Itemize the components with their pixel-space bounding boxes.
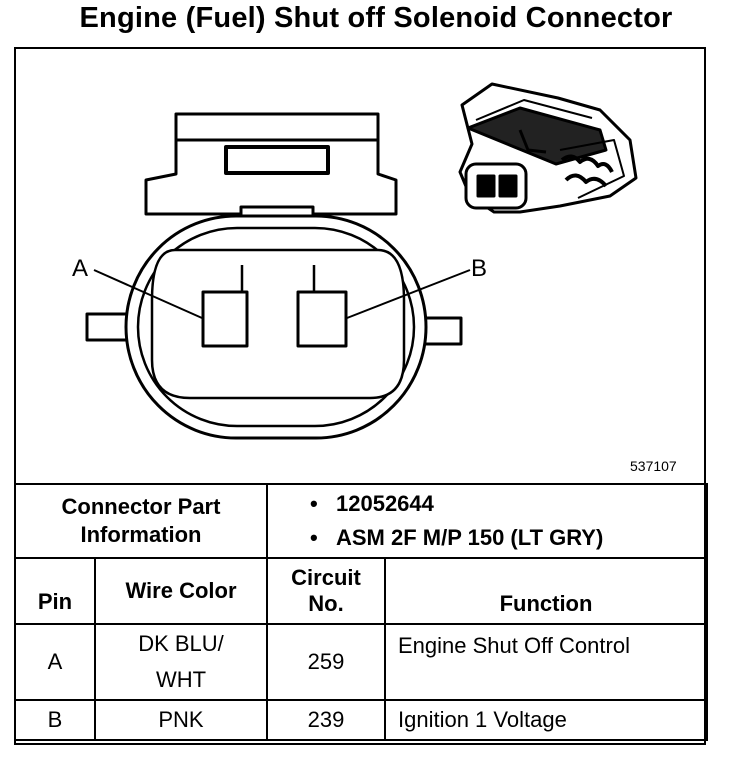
table-row: A DK BLU/ WHT 259 Engine Shut Off Contro… bbox=[14, 623, 708, 701]
header-function: Function bbox=[384, 557, 708, 625]
callout-b-leader bbox=[346, 269, 471, 319]
row-a-wire-color: DK BLU/ WHT bbox=[94, 623, 268, 701]
connector-body bbox=[124, 214, 428, 440]
row-a-pin: A bbox=[14, 623, 96, 701]
header-pin: Pin bbox=[14, 557, 96, 625]
callout-b-label: B bbox=[471, 255, 487, 282]
diagram-frame bbox=[14, 47, 706, 745]
header-wire-color: Wire Color bbox=[94, 557, 268, 625]
page-title: Engine (Fuel) Shut off Solenoid Connecto… bbox=[79, 2, 673, 34]
row-a-circuit: 259 bbox=[266, 623, 386, 701]
figure-number: 537107 bbox=[630, 458, 677, 474]
callout-a-leader bbox=[93, 269, 203, 319]
row-b-function: Ignition 1 Voltage bbox=[384, 699, 708, 741]
terminal-a bbox=[201, 265, 249, 348]
connector-info-label: Connector Part Information bbox=[14, 483, 268, 559]
connector-part-list: •12052644 •ASM 2F M/P 150 (LT GRY) bbox=[266, 483, 708, 559]
callout-a-label: A bbox=[72, 255, 88, 282]
table-row: B PNK 239 Ignition 1 Voltage bbox=[14, 699, 708, 741]
connector-3d-icon bbox=[458, 82, 638, 214]
part-number-item: •12052644 bbox=[310, 491, 434, 516]
row-a-function: Engine Shut Off Control bbox=[384, 623, 708, 701]
connector-latch bbox=[144, 112, 398, 231]
pinout-table: Connector Part Information •12052644 •AS… bbox=[14, 483, 708, 741]
row-b-wire-color: PNK bbox=[94, 699, 268, 741]
part-number-item: •ASM 2F M/P 150 (LT GRY) bbox=[310, 525, 604, 550]
connector-info-row: Connector Part Information •12052644 •AS… bbox=[14, 483, 708, 559]
header-circuit: Circuit No. bbox=[266, 557, 386, 625]
row-b-pin: B bbox=[14, 699, 96, 741]
table-header-row: Pin Wire Color Circuit No. Function bbox=[14, 557, 708, 625]
row-b-circuit: 239 bbox=[266, 699, 386, 741]
terminal-b bbox=[296, 265, 348, 348]
